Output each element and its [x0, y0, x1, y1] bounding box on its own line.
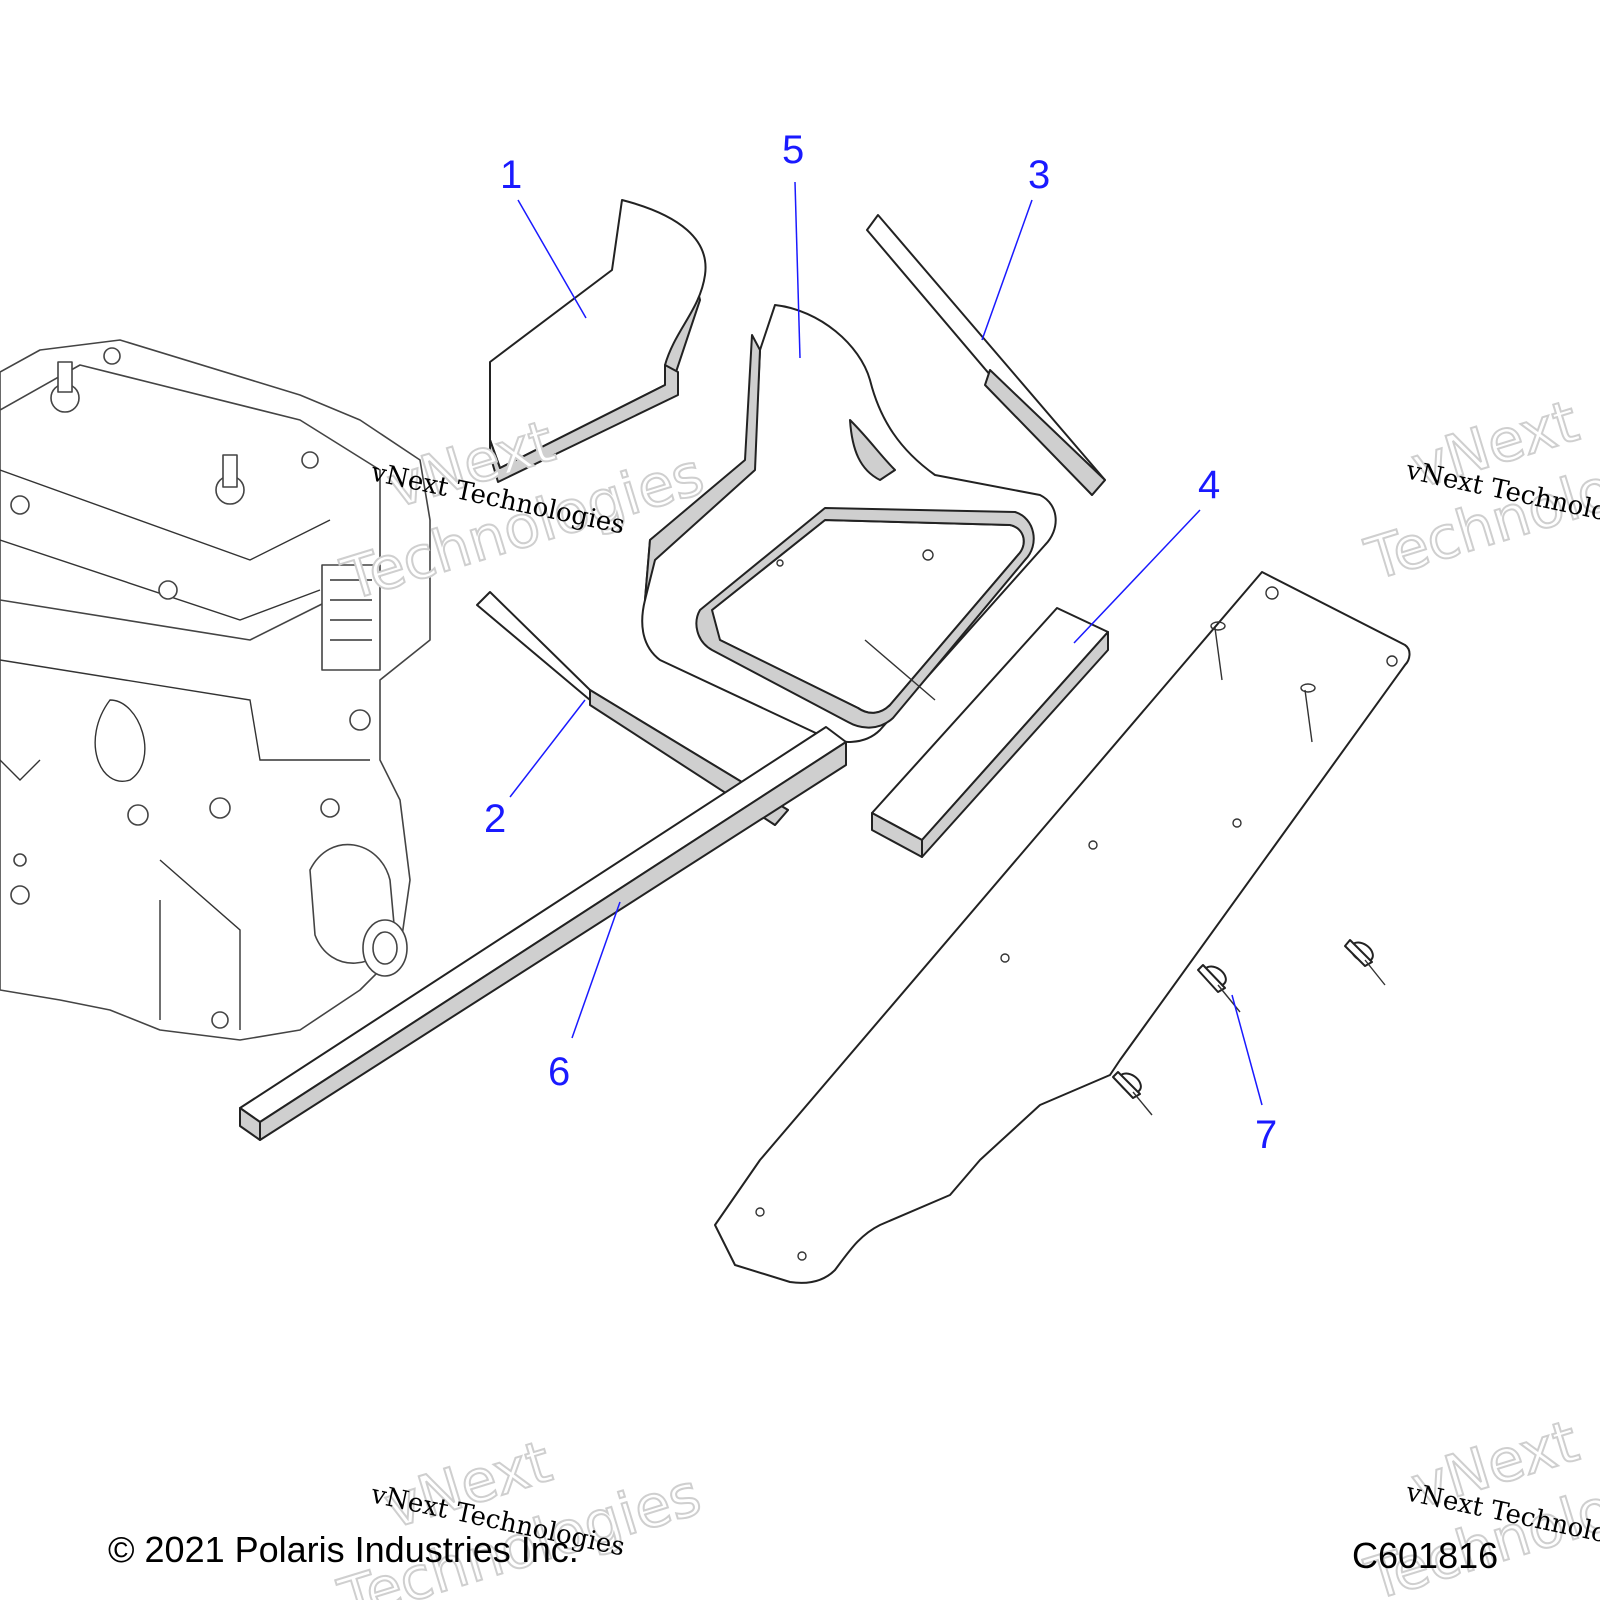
rivet-3-icon [1112, 1071, 1153, 1116]
mounting-plate [714, 571, 1411, 1284]
part-1-panel [489, 199, 707, 483]
callout-2: 2 [484, 797, 506, 841]
part-6-bar [239, 726, 847, 1141]
part-7-rivets [1112, 939, 1386, 1116]
figure-code: C601816 [1352, 1535, 1498, 1576]
callout-1: 1 [500, 153, 522, 197]
callout-4: 4 [1198, 463, 1220, 507]
leader-lines [509, 181, 1263, 1106]
callout-6: 6 [548, 1050, 570, 1094]
copyright-text: © 2021 Polaris Industries Inc. [108, 1529, 579, 1570]
part-3-strip [866, 214, 1106, 496]
callout-5: 5 [782, 128, 804, 172]
part-5-duct [641, 304, 1057, 743]
part-4-block [871, 607, 1109, 858]
engine-assembly [0, 339, 431, 1041]
callout-7: 7 [1255, 1113, 1277, 1157]
rivet-2-icon [1344, 939, 1386, 986]
callout-3: 3 [1028, 153, 1050, 197]
rivet-1-icon [1197, 964, 1241, 1013]
